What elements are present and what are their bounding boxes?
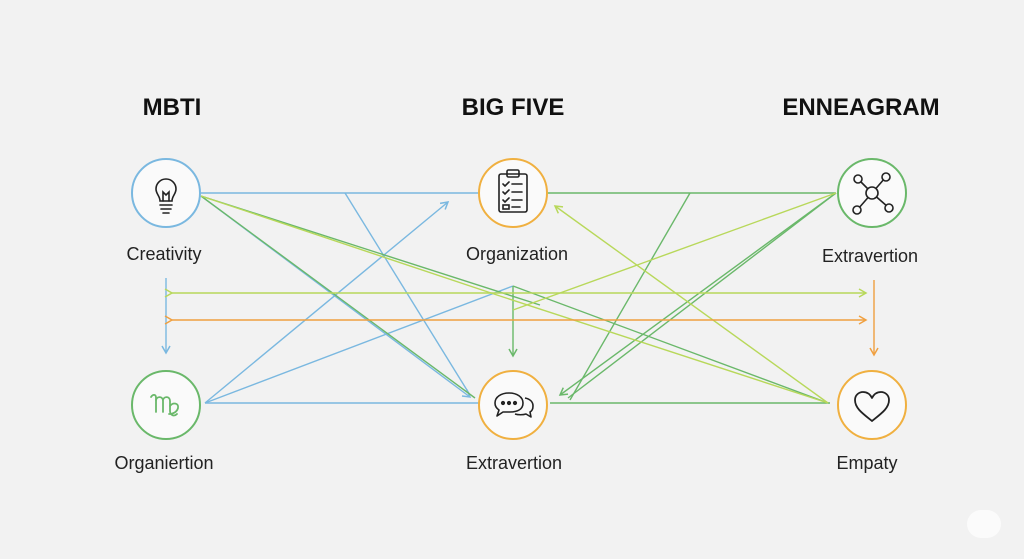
- node-label-organiertion: Organiertion: [114, 453, 214, 473]
- virgo-symbol-icon: [150, 393, 179, 417]
- node-label-empaty: Empaty: [836, 453, 898, 473]
- column-title-big-five: BIG FIVE: [461, 94, 565, 121]
- network-hub-icon: [852, 172, 894, 215]
- node-bigfive-top: [478, 158, 548, 228]
- connector-line: [344, 192, 471, 396]
- node-label-extravertion-bottom: Extravertion: [465, 453, 563, 473]
- node-label-creativity: Creativity: [126, 244, 202, 264]
- connections: [161, 192, 879, 404]
- connector-line: [567, 192, 837, 399]
- node-bigfive-bottom: [478, 370, 548, 440]
- speech-bubbles-icon: [494, 392, 534, 418]
- node-label-organization: Organization: [465, 244, 569, 264]
- lightbulb-icon: [155, 178, 177, 214]
- node-mbti-bottom: [131, 370, 201, 440]
- connector-line: [512, 285, 829, 404]
- clipboard-checklist-icon: [498, 169, 528, 213]
- node-mbti-top: [131, 158, 201, 228]
- column-title-enneagram: ENNEAGRAM: [782, 94, 940, 121]
- connector-line: [569, 192, 691, 401]
- node-label-extravertion-top: Extravertion: [821, 246, 919, 266]
- connector-line: [200, 195, 476, 399]
- connector-line: [200, 195, 501, 297]
- connector-line: [204, 201, 450, 404]
- connector-line: [204, 285, 514, 404]
- heart-icon: [854, 391, 890, 422]
- node-ennea-top: [837, 158, 907, 228]
- node-ennea-bottom: [837, 370, 907, 440]
- connector-line: [558, 192, 837, 396]
- connector-line: [499, 295, 829, 404]
- connector-line: [553, 205, 829, 404]
- corner-badge: [967, 510, 1001, 538]
- column-title-mbti: MBTI: [142, 94, 202, 121]
